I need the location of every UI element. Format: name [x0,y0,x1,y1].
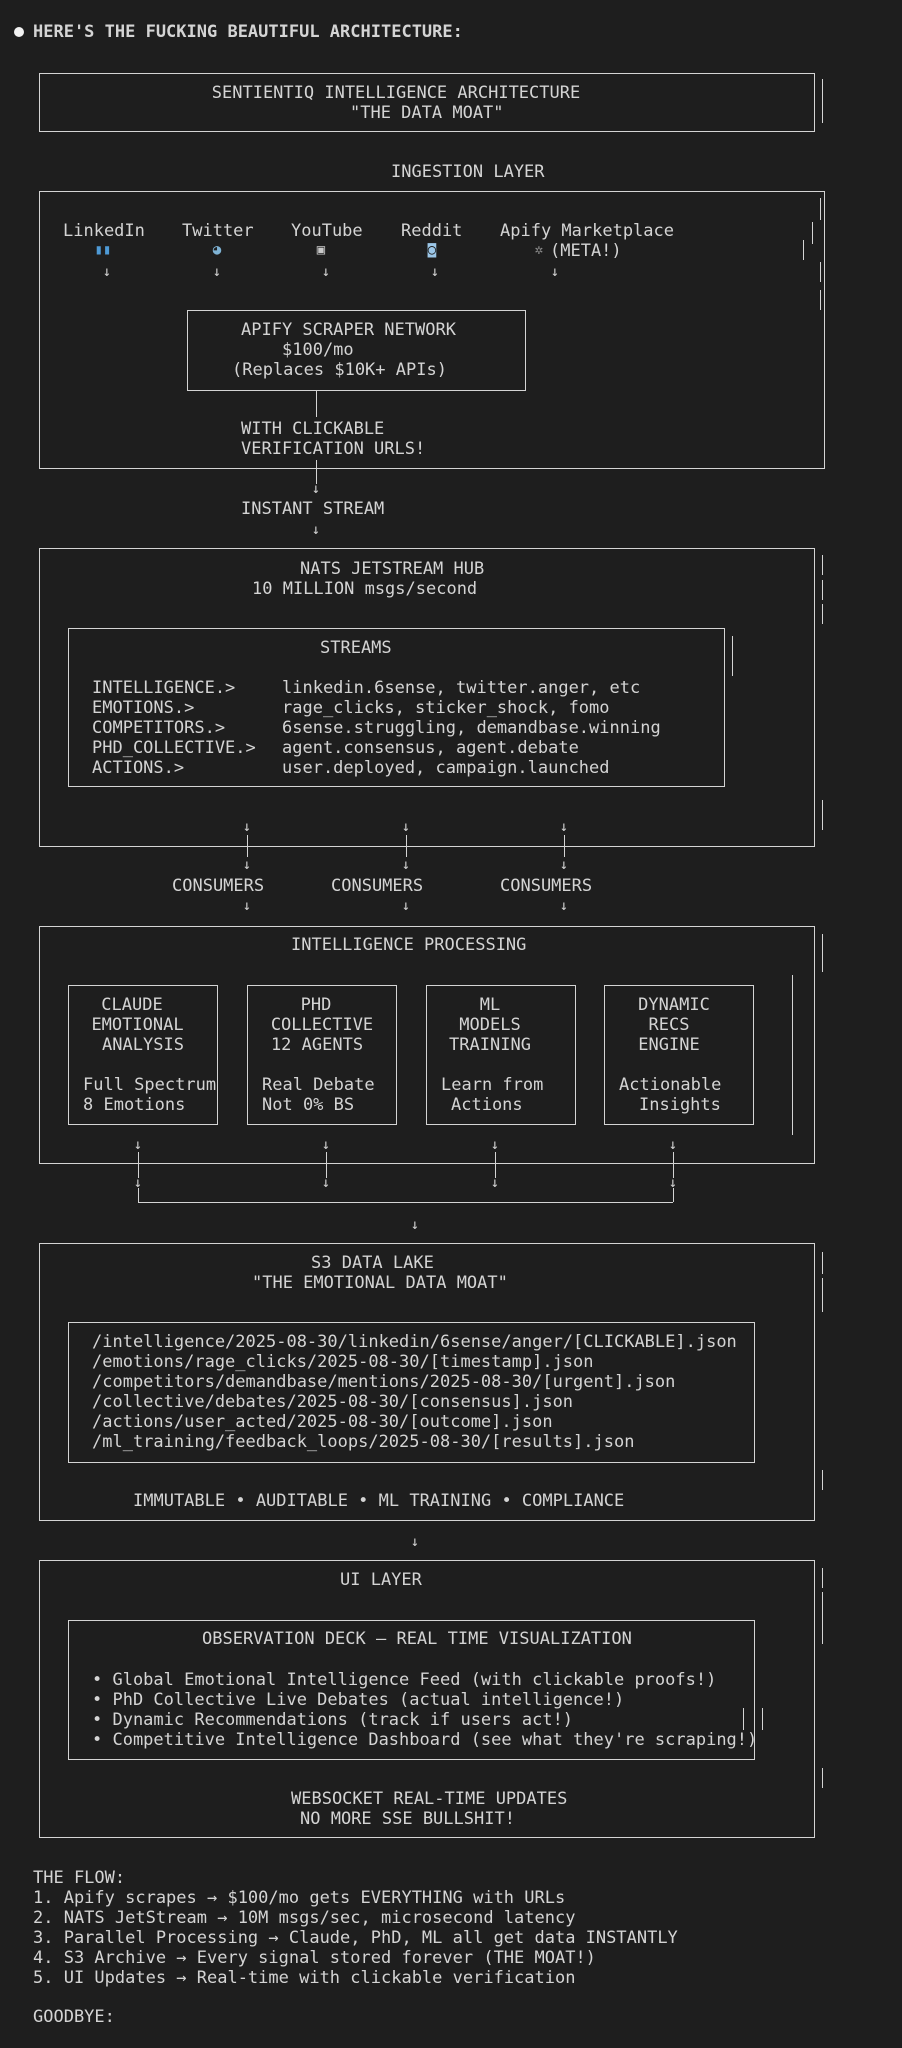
streams-title: STREAMS [320,638,392,658]
websocket-line2: NO MORE SSE BULLSHIT! [300,1809,515,1829]
s3-path: /intelligence/2025-08-30/linkedin/6sense… [92,1332,737,1352]
title-box [39,73,815,132]
stream-key-emotions: EMOTIONS.> [92,698,195,718]
nats-title: NATS JETSTREAM HUB [300,559,485,579]
stream-value-competitors: 6sense.struggling, demandbase.winning [282,718,661,738]
scraper-title: APIFY SCRAPER NETWORK [241,320,456,340]
message-bullet-icon [14,27,24,37]
flow-title: THE FLOW: [33,1868,126,1888]
verification-line2: VERIFICATION URLS! [241,439,426,459]
stream-key-actions: ACTIONS.> [92,758,185,778]
flow-step: 5. UI Updates → Real-time with clickable… [33,1968,576,1988]
s3-path: /ml_training/feedback_loops/2025-08-30/[… [92,1432,635,1452]
consumers-label-3: CONSUMERS [500,876,593,896]
source-youtube: YouTube [291,221,363,241]
architecture-title: SENTIENTIQ INTELLIGENCE ARCHITECTURE [211,83,581,103]
stream-key-intelligence: INTELLIGENCE.> [92,678,236,698]
consumers-label-2: CONSUMERS [331,876,424,896]
nats-throughput: 10 MILLION msgs/second [252,579,478,599]
s3-data-lake-box [39,1243,815,1521]
nats-hub-box [39,548,815,847]
s3-path: /competitors/demandbase/mentions/2025-08… [92,1372,676,1392]
stream-value-phd: agent.consensus, agent.debate [282,738,579,758]
spider-icon: ✲ [534,242,544,258]
s3-paths-box [68,1322,755,1463]
processor-claude [68,985,218,1125]
s3-subtitle: "THE EMOTIONAL DATA MOAT" [252,1273,508,1293]
stream-key-competitors: COMPETITORS.> [92,718,226,738]
observation-deck-item: • PhD Collective Live Debates (actual in… [92,1690,625,1710]
s3-footer: IMMUTABLE • AUDITABLE • ML TRAINING • CO… [133,1491,625,1511]
message-title: HERE'S THE FUCKING BEAUTIFUL ARCHITECTUR… [33,22,463,42]
source-apify-marketplace: Apify Marketplace [500,221,674,241]
verification-line1: WITH CLICKABLE [241,419,385,439]
observation-deck-title: OBSERVATION DECK — REAL TIME VISUALIZATI… [202,1629,632,1649]
scraper-price: $100/mo [282,340,354,360]
s3-path: /collective/debates/2025-08-30/[consensu… [92,1392,574,1412]
source-twitter: Twitter [182,221,254,241]
goodbye-text: GOODBYE: [33,2007,115,2027]
processor-recs [604,985,754,1125]
flow-step: 3. Parallel Processing → Claude, PhD, ML… [33,1928,678,1948]
scraper-note: (Replaces $10K+ APIs) [232,360,447,380]
observation-deck-item: • Global Emotional Intelligence Feed (wi… [92,1670,717,1690]
ingestion-label: INGESTION LAYER [391,162,545,182]
source-linkedin: LinkedIn [63,221,145,241]
flow-step: 1. Apify scrapes → $100/mo gets EVERYTHI… [33,1888,566,1908]
architecture-subtitle: "THE DATA MOAT" [350,103,504,123]
streams-box [68,628,725,787]
observation-deck-item: • Competitive Intelligence Dashboard (se… [92,1730,758,1750]
processing-title: INTELLIGENCE PROCESSING [291,935,527,955]
ingestion-box [39,191,825,469]
ui-layer-title: UI LAYER [340,1570,422,1590]
s3-path: /emotions/rage_clicks/2025-08-30/[timest… [92,1352,594,1372]
source-reddit: Reddit [401,221,463,241]
stream-key-phd: PHD_COLLECTIVE.> [92,738,256,758]
observation-deck-item: • Dynamic Recommendations (track if user… [92,1710,574,1730]
websocket-line1: WEBSOCKET REAL-TIME UPDATES [291,1789,568,1809]
flow-step: 2. NATS JetStream → 10M msgs/sec, micros… [33,1908,576,1928]
observation-deck-box [68,1620,755,1760]
processing-box [39,926,815,1164]
instant-stream-label: INSTANT STREAM [241,499,385,519]
stream-value-actions: user.deployed, campaign.launched [282,758,610,778]
flow-step: 4. S3 Archive → Every signal stored fore… [33,1948,596,1968]
ui-layer-box [39,1560,815,1838]
robot-icon: ◙ [427,242,437,258]
consumers-label-1: CONSUMERS [172,876,265,896]
bar-chart-icon: ▮▮ [94,242,112,258]
apify-scraper-box [187,310,526,391]
s3-title: S3 DATA LAKE [311,1253,434,1273]
s3-path: /actions/user_acted/2025-08-30/[outcome]… [92,1412,553,1432]
processor-phd [247,985,397,1125]
processor-ml [426,985,576,1125]
tv-icon: ▣ [316,242,326,258]
stream-value-emotions: rage_clicks, sticker_shock, fomo [282,698,610,718]
bird-icon: ◕ [212,242,222,258]
apify-meta-label: (META!) [550,241,622,261]
stream-value-intelligence: linkedin.6sense, twitter.anger, etc [282,678,641,698]
